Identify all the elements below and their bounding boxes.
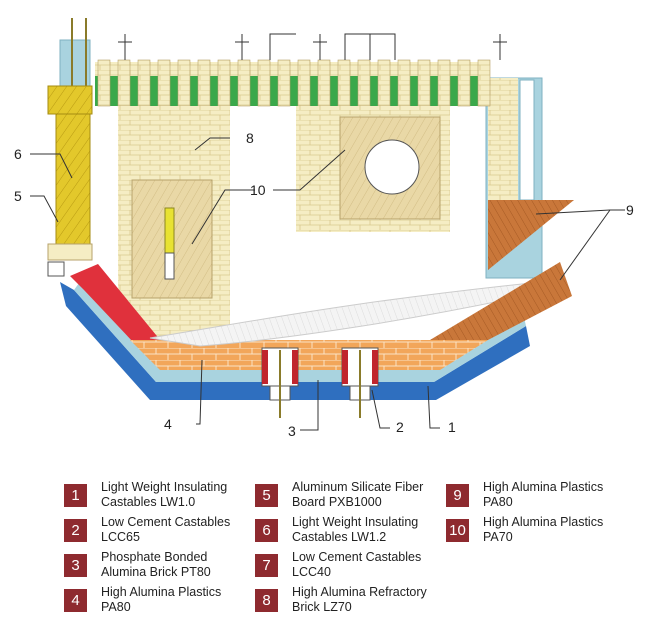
legend-label: High Alumina Plastics PA80 bbox=[101, 585, 222, 614]
legend-item-6: 6 Light Weight Insulating Castables LW1.… bbox=[255, 515, 418, 545]
roof-anchors bbox=[95, 33, 507, 107]
roof-tile bbox=[377, 59, 391, 107]
legend-badge: 5 bbox=[255, 484, 278, 507]
roof-tile bbox=[297, 59, 311, 107]
callout-4: 4 bbox=[164, 416, 172, 432]
legend-label: High Alumina Plastics PA70 bbox=[483, 515, 604, 544]
legend-item-9: 9 High Alumina Plastics PA80 bbox=[446, 480, 603, 510]
brick-bed-lcc40 bbox=[130, 340, 488, 370]
legend-badge: 7 bbox=[255, 554, 278, 577]
legend-badge: 4 bbox=[64, 589, 87, 612]
legend-label: Low Cement Castables LCC40 bbox=[292, 550, 422, 579]
legend-item-10: 10 High Alumina Plastics PA70 bbox=[446, 515, 603, 545]
roof-tile bbox=[217, 59, 231, 107]
legend-item-5: 5 Aluminum Silicate Fiber Board PXB1000 bbox=[255, 480, 423, 510]
roof-tile bbox=[177, 59, 191, 107]
legend-badge: 3 bbox=[64, 554, 87, 577]
legend-label: High Alumina Refractory Brick LZ70 bbox=[292, 585, 427, 614]
roof-tile bbox=[337, 59, 351, 107]
furnace-cross-section-diagram: 6 5 8 10 9 4 3 2 1 bbox=[14, 18, 634, 439]
castable-lcc65 bbox=[70, 264, 170, 360]
legend-label: High Alumina Plastics PA80 bbox=[483, 480, 604, 509]
left-column bbox=[47, 18, 93, 277]
legend-badge: 8 bbox=[255, 589, 278, 612]
legend-item-1: 1 Light Weight Insulating Castables LW1.… bbox=[64, 480, 227, 510]
roof-tile bbox=[477, 59, 491, 107]
legend-badge: 6 bbox=[255, 519, 278, 542]
roof-tile bbox=[457, 59, 471, 107]
legend-item-2: 2 Low Cement Castables LCC65 bbox=[64, 515, 230, 545]
tap-holes bbox=[261, 347, 379, 418]
legend-label: Light Weight Insulating Castables LW1.2 bbox=[292, 515, 419, 544]
legend-label: Low Cement Castables LCC65 bbox=[101, 515, 231, 544]
roof-tile bbox=[237, 59, 251, 107]
legend-item-7: 7 Low Cement Castables LCC40 bbox=[255, 550, 421, 580]
legend-label: Light Weight Insulating Castables LW1.0 bbox=[101, 480, 228, 509]
roof-tile bbox=[417, 59, 431, 107]
callout-3: 3 bbox=[288, 423, 296, 439]
legend-badge: 10 bbox=[446, 519, 469, 542]
legend-item-8: 8 High Alumina Refractory Brick LZ70 bbox=[255, 585, 427, 615]
legend-badge: 2 bbox=[64, 519, 87, 542]
roof-tile bbox=[197, 59, 211, 107]
legend-badge: 1 bbox=[64, 484, 87, 507]
roof-tile bbox=[357, 59, 371, 107]
legend-item-3: 3 Phosphate Bonded Alumina Brick PT80 bbox=[64, 550, 211, 580]
roof-tile bbox=[117, 59, 131, 107]
roof-tile bbox=[317, 59, 331, 107]
roof-tile bbox=[137, 59, 151, 107]
plastic-block-pa70 bbox=[131, 116, 441, 299]
callout-2: 2 bbox=[396, 419, 404, 435]
callout-1: 1 bbox=[448, 419, 456, 435]
roof-tile bbox=[157, 59, 171, 107]
roof-tile bbox=[437, 59, 451, 107]
legend-label: Aluminum Silicate Fiber Board PXB1000 bbox=[292, 480, 424, 509]
leader-lines bbox=[30, 137, 625, 431]
roof-tile bbox=[277, 59, 291, 107]
legend-badge: 9 bbox=[446, 484, 469, 507]
callout-6: 6 bbox=[14, 146, 22, 162]
hearth-plastic-pa80 bbox=[149, 200, 574, 347]
callout-10: 10 bbox=[250, 182, 266, 198]
callout-8: 8 bbox=[246, 130, 254, 146]
roof-tile bbox=[397, 59, 411, 107]
callout-5: 5 bbox=[14, 188, 22, 204]
material-legend: 1 Light Weight Insulating Castables LW1.… bbox=[0, 470, 650, 632]
callout-9: 9 bbox=[626, 202, 634, 218]
roof-tile bbox=[97, 59, 111, 107]
roof-tile bbox=[257, 59, 271, 107]
legend-item-4: 4 High Alumina Plastics PA80 bbox=[64, 585, 221, 615]
legend-label: Phosphate Bonded Alumina Brick PT80 bbox=[101, 550, 211, 579]
